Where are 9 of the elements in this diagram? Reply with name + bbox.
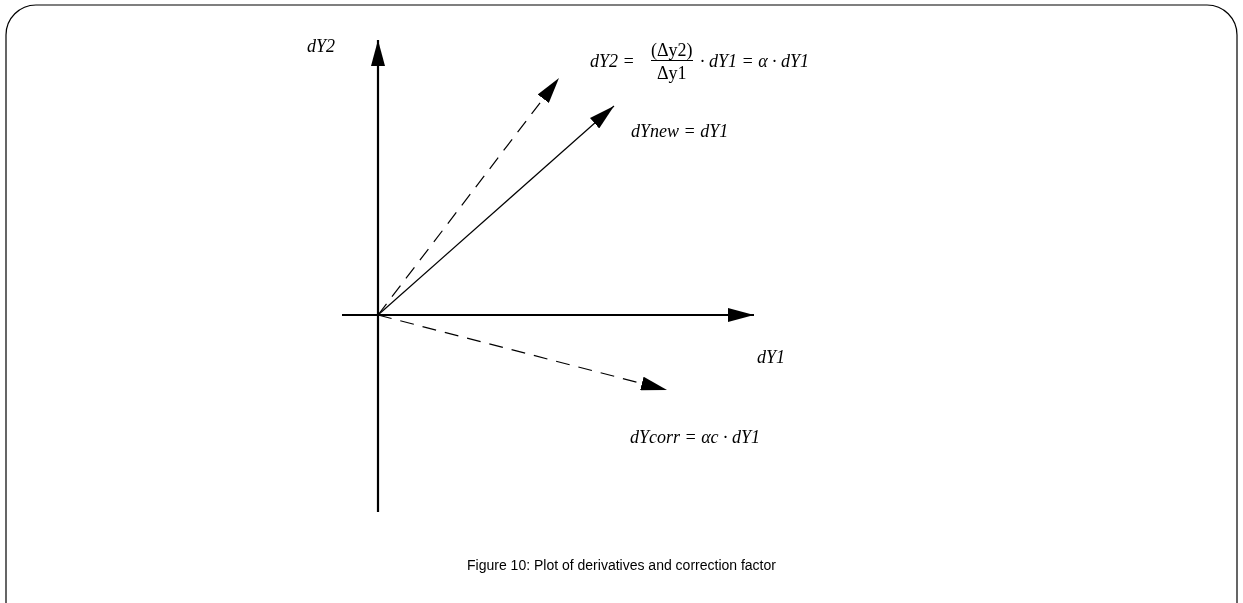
fraction-denominator: Δy1 (657, 63, 687, 83)
formula-label: dYcorr = αc · dY1 (630, 427, 761, 447)
formula-label: dY1 (757, 347, 785, 367)
formula-label: · dY1 = α · dY1 (700, 51, 810, 71)
formula-label: dY2 (307, 36, 335, 56)
formula-label: dYnew = dY1 (631, 121, 729, 141)
fraction-numerator: (Δy2) (651, 40, 693, 61)
formula-label: dY2 = (590, 51, 635, 71)
figure-caption: Figure 10: Plot of derivatives and correction factor (467, 557, 776, 573)
